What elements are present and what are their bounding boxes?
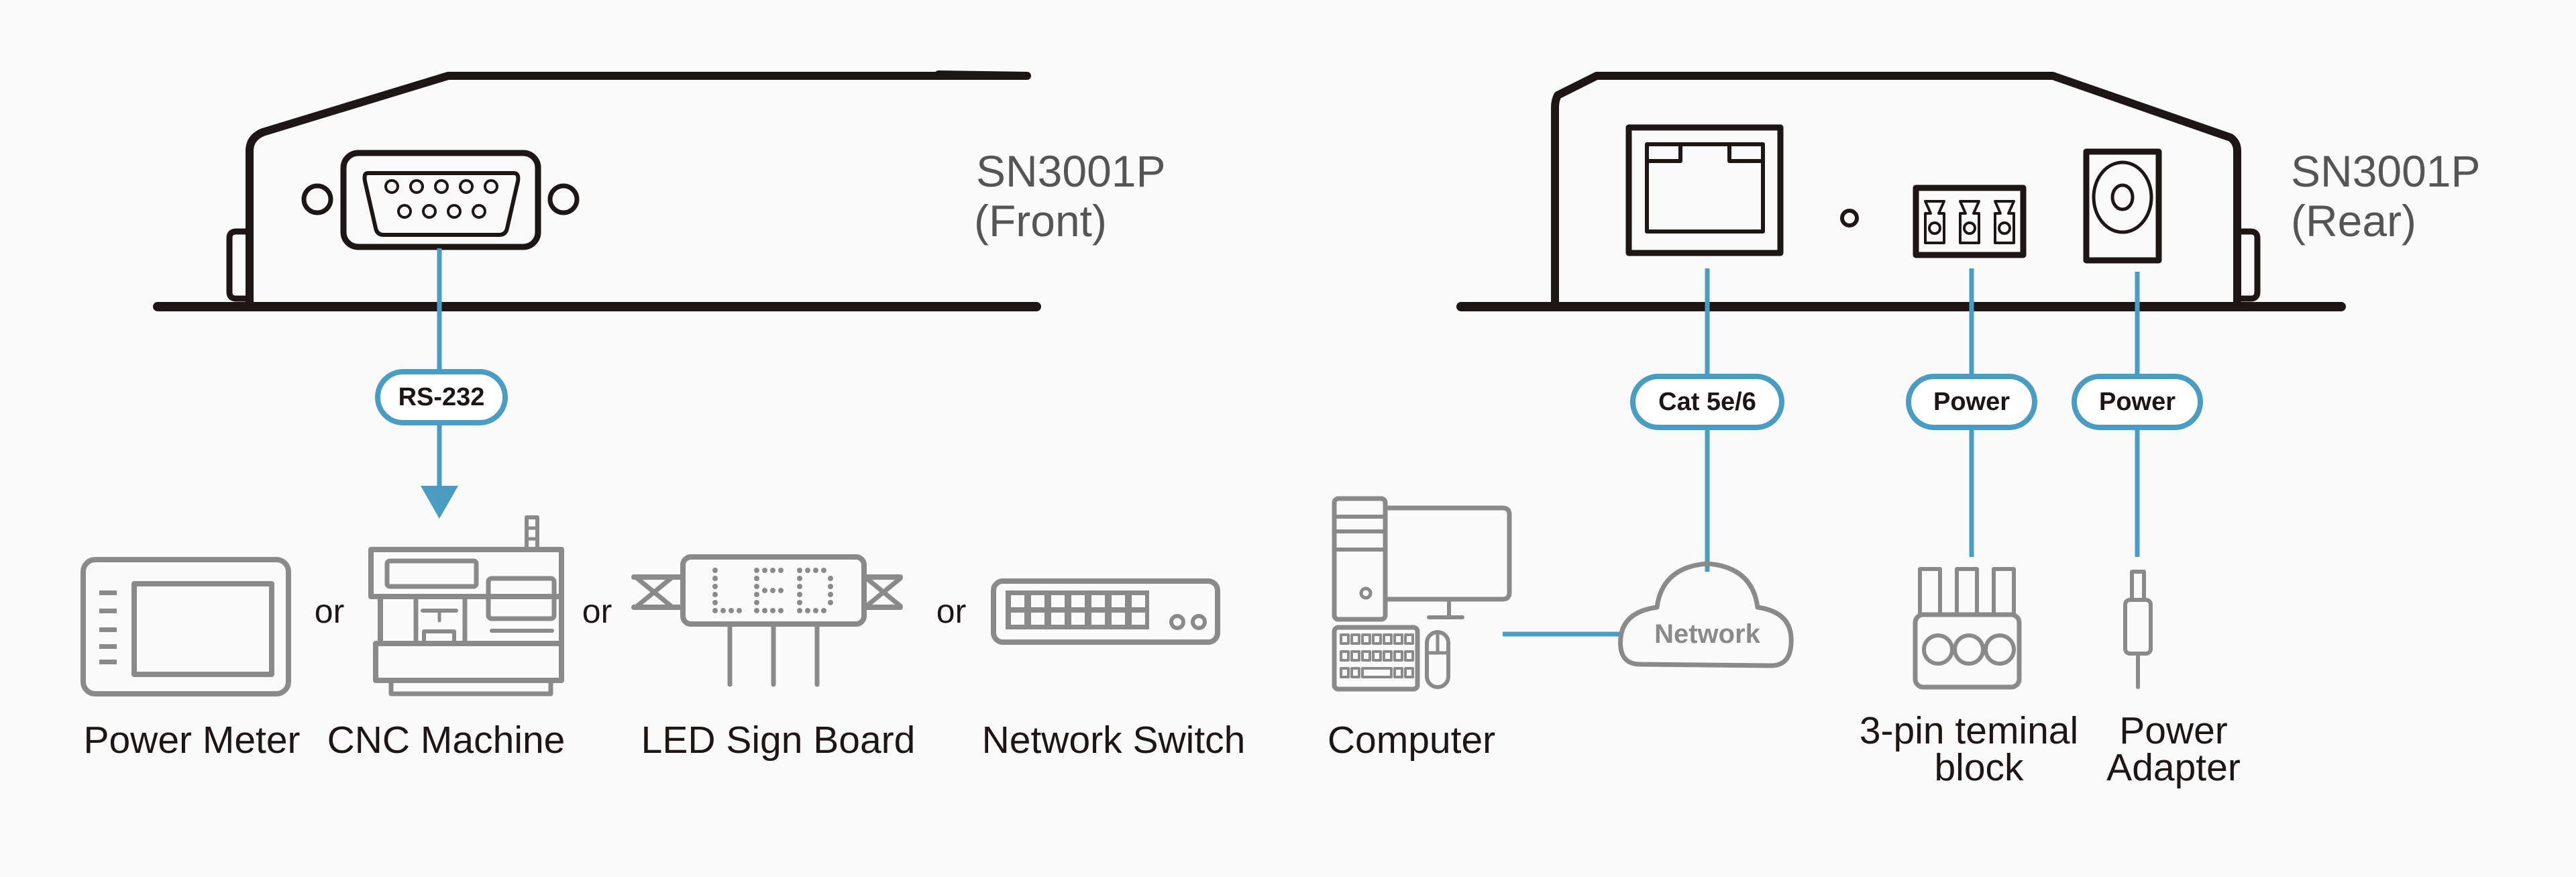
or-separator: or: [582, 592, 612, 630]
cnc-machine-icon: [368, 515, 564, 697]
front-housing: [246, 70, 1031, 307]
front-unit: SN3001P (Front): [153, 70, 1166, 311]
mouse-icon: [1425, 630, 1450, 689]
reset-pinhole-icon: [1840, 209, 1859, 227]
adapter-power-pill: [2072, 374, 2203, 430]
rear-housing: [1551, 72, 2241, 307]
rear-model-label: SN3001P: [2291, 146, 2481, 196]
rear-side-tab: [2234, 228, 2261, 302]
arrow-down-icon: [421, 486, 458, 519]
db9-port-icon: [301, 150, 580, 250]
device-label-cnc-machine: CNC Machine: [327, 719, 566, 762]
power-adapter-plug-icon: [2123, 570, 2153, 689]
adapter-power-cable: Power: [2072, 272, 2203, 557]
device-label-led-sign-board: LED Sign Board: [641, 719, 916, 762]
device-label-network-switch: Network Switch: [982, 719, 1246, 762]
adapter-label-line1: Power: [2119, 709, 2228, 752]
rs232-label: RS-232: [398, 383, 485, 411]
power-meter-icon: [80, 557, 291, 697]
front-model-label: SN3001P: [976, 146, 1166, 196]
network-cloud-label: Network: [1654, 619, 1761, 649]
adapter-label-line2: Adapter: [2106, 746, 2241, 789]
rear-view-label: (Rear): [2291, 196, 2416, 246]
front-side-tab: [226, 228, 253, 302]
network-cloud-icon: Network: [1618, 561, 1794, 668]
dc-jack-port-icon: [2083, 148, 2162, 264]
computer-icon: [1332, 496, 1512, 692]
computer-label: Computer: [1328, 719, 1495, 762]
terminal-block-plug-icon: [1913, 567, 2022, 690]
cat-label: Cat 5e/6: [1658, 388, 1756, 416]
terminal-power-pill: [1906, 374, 2037, 430]
rs232-pill: [375, 369, 508, 425]
rs232-cable: RS-232: [375, 248, 508, 519]
terminal-label-line2: block: [1934, 746, 2024, 789]
rear-unit: SN3001P (Rear): [1456, 72, 2481, 311]
led-sign-board-icon: [631, 554, 903, 687]
keyboard-icon: [1332, 625, 1420, 692]
or-separator: or: [936, 592, 966, 630]
or-separator: or: [315, 592, 344, 630]
led-dots: [712, 568, 833, 613]
network-switch-icon: [991, 578, 1220, 645]
terminal-label-line1: 3-pin teminal: [1860, 709, 2078, 752]
front-view-label: (Front): [974, 196, 1107, 246]
terminal-power-label: Power: [1933, 388, 2010, 416]
rj45-port-icon: [1625, 124, 1784, 256]
cat-pill: [1630, 374, 1784, 430]
terminal-block-port-icon: [1913, 185, 2027, 258]
cat-cable: Cat 5e/6: [1630, 268, 1784, 572]
adapter-power-label: Power: [2099, 388, 2176, 416]
device-label-power-meter: Power Meter: [83, 719, 300, 762]
terminal-power-cable: Power: [1906, 268, 2037, 557]
serial-devices: Power Meter or CNC Machine or: [80, 515, 1246, 762]
